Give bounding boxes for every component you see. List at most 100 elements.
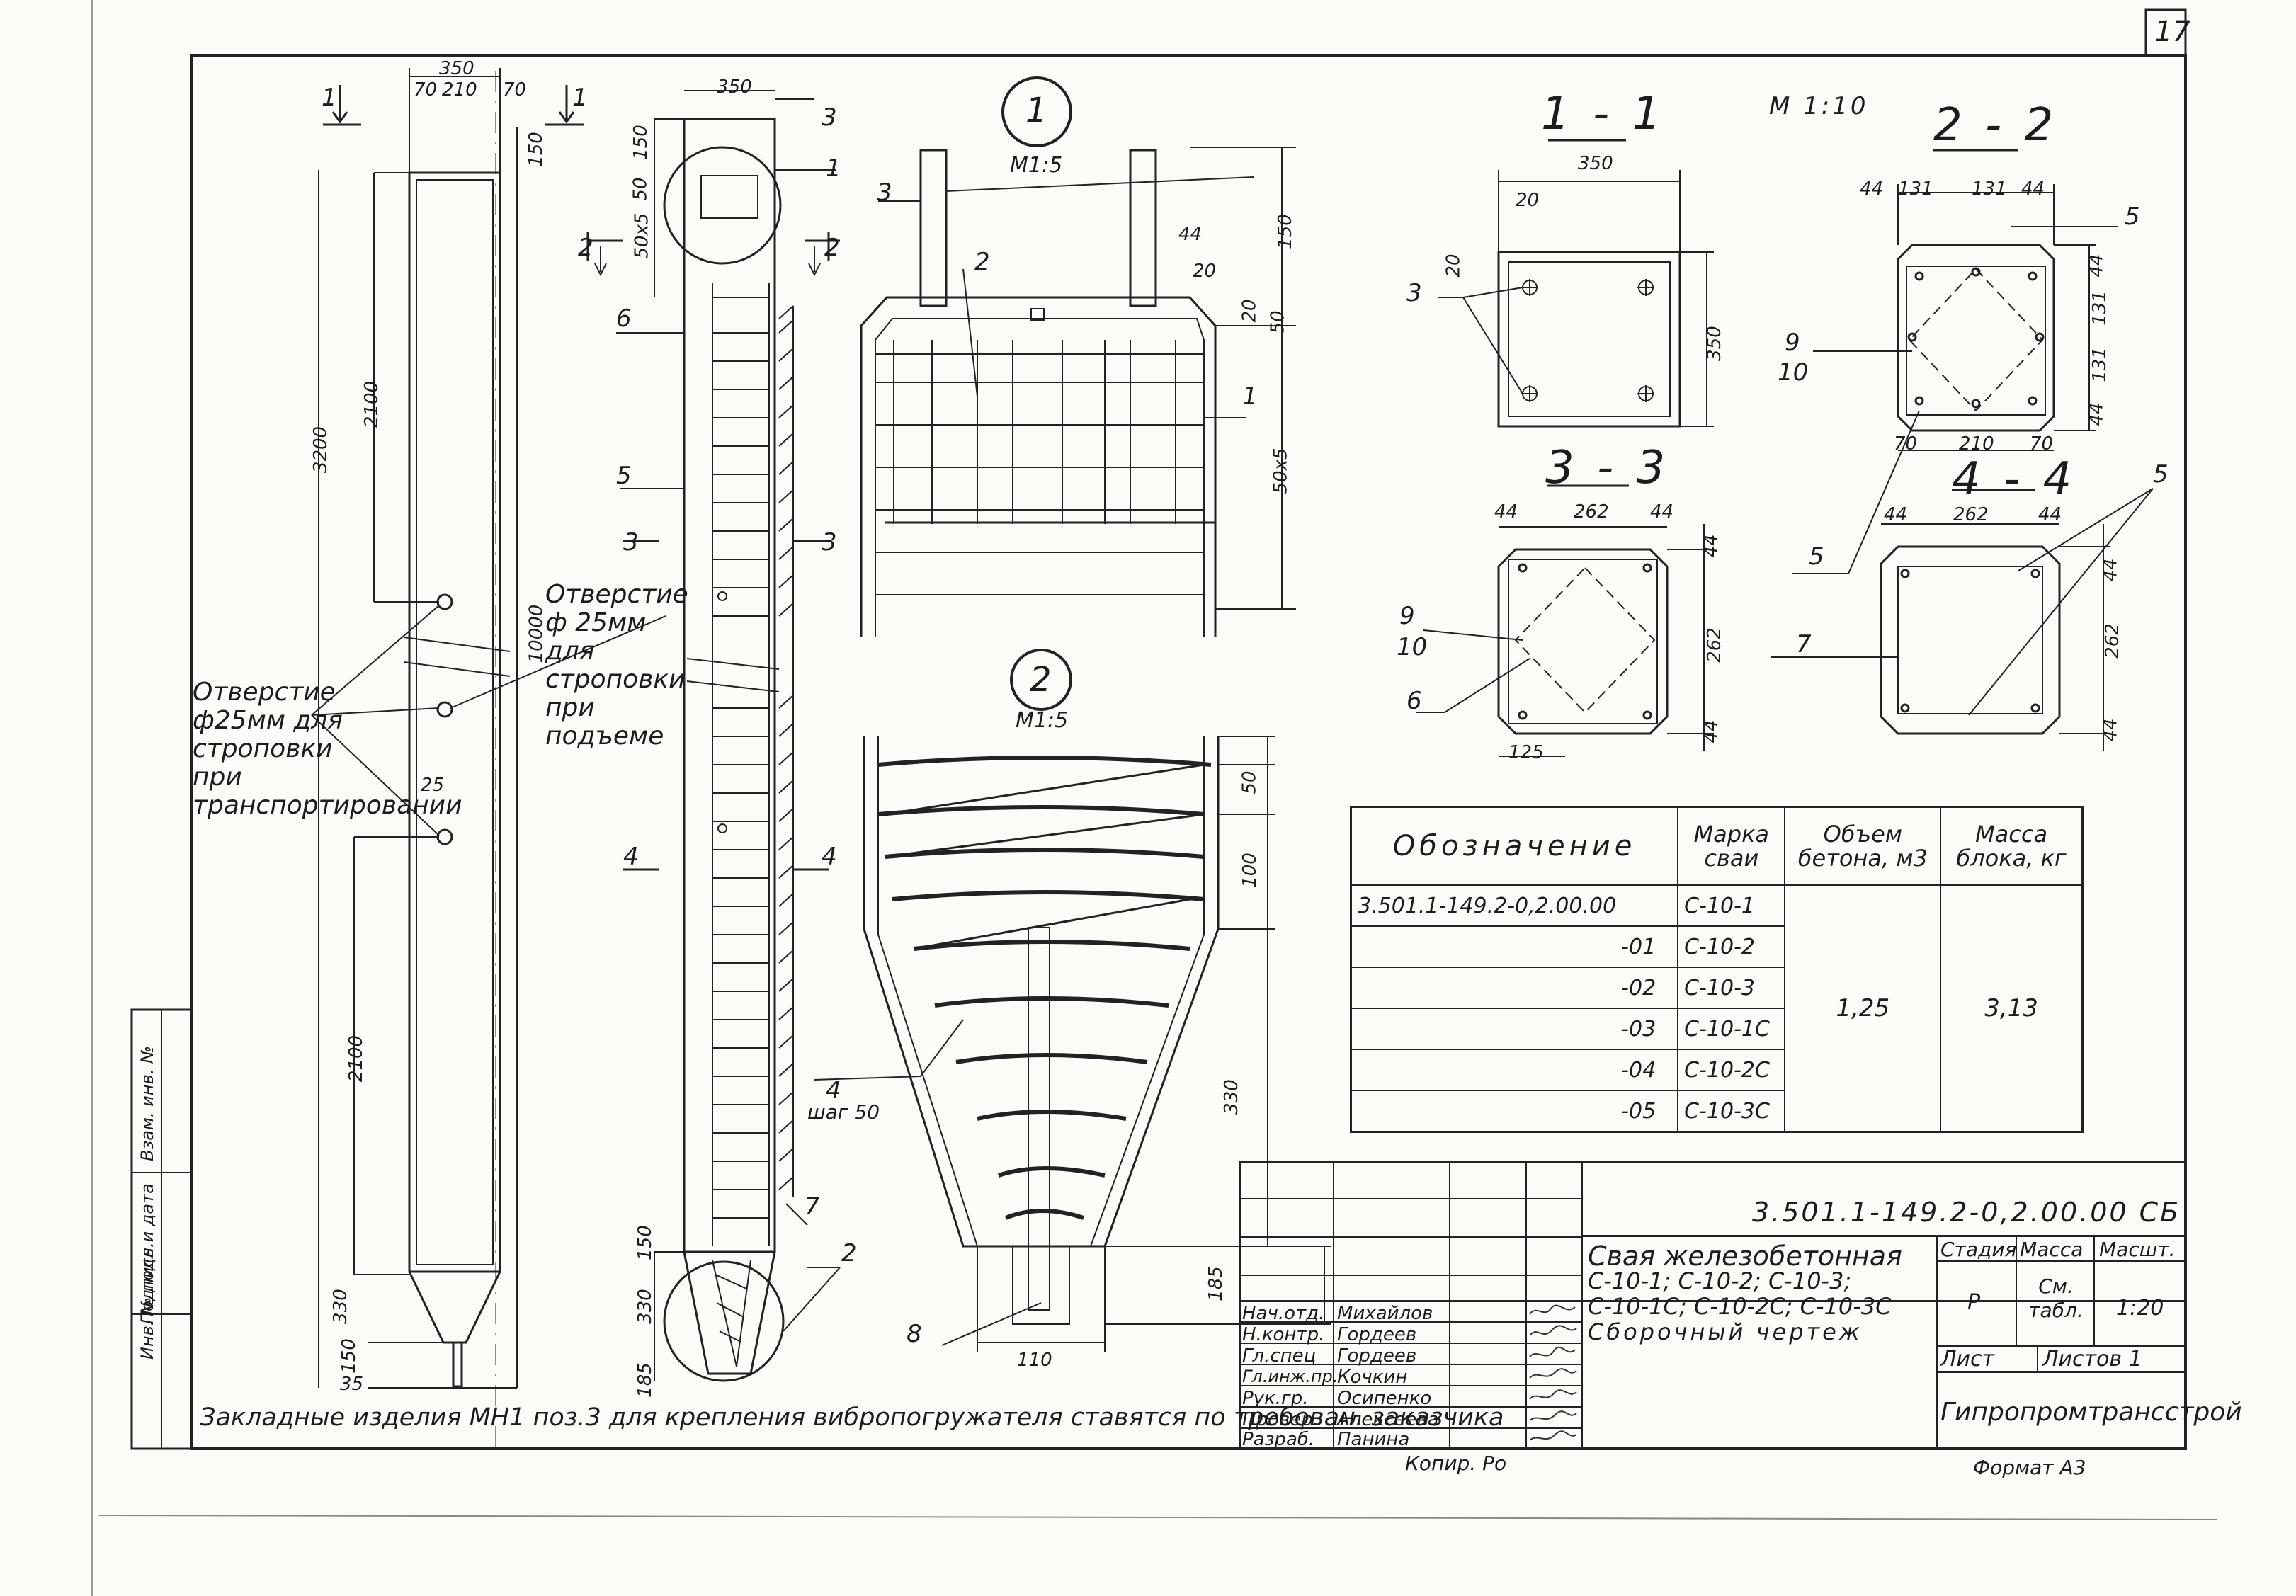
section-mark-1-right: 1: [572, 84, 588, 112]
detail-1-dim-20a: 20: [1193, 261, 1217, 282]
pile-reinforcement-view: [586, 90, 964, 1382]
bottom-note: Закладные изделия МН1 поз.3 для креплени…: [200, 1403, 1504, 1432]
s22-dim-131b: 131: [1972, 178, 2007, 200]
hole-note-transport: Отверстие ф25мм для строповки при трансп…: [193, 678, 462, 820]
rein-dim-150: 150: [630, 125, 652, 160]
s44-pos-7: 7: [1796, 630, 1812, 659]
pile-outline-view: [311, 68, 666, 1452]
section-mark-4-right: 4: [822, 843, 837, 871]
role-7: Разраб.: [1242, 1429, 1315, 1450]
s44-dim-44a: 44: [1884, 504, 1908, 525]
rein-dim-50x5: 50x5: [631, 212, 653, 259]
name-4: Кочкин: [1337, 1367, 1408, 1388]
mass-label: Масса: [2020, 1238, 2084, 1261]
section-4-4-view: [1771, 488, 2154, 751]
main-scale: М 1:10: [1769, 92, 1869, 120]
row-designation: 3.501.1-149.2-0,2.00.00: [1350, 884, 1679, 927]
row-mark: С-10-3: [1677, 967, 1786, 1009]
mass-value: См. табл.: [2028, 1275, 2084, 1322]
name-6: Алексеева: [1337, 1409, 1439, 1430]
s22-dim-44c: 44: [2086, 253, 2108, 278]
table-row: -05 С-10-3С: [1350, 1090, 2083, 1133]
rein-pos-7: 7: [805, 1192, 820, 1221]
detail-1-dim-50x5: 50x5: [1270, 448, 1292, 494]
stage-value: Р: [1967, 1290, 1981, 1315]
role-3: Гл.спец: [1242, 1345, 1317, 1367]
hole-note-lift: Отверстие ф 25мм для строповки при подъе…: [545, 580, 688, 751]
block-mass: 3,13: [1940, 884, 2084, 1133]
doc-title-1: Свая железобетонная: [1588, 1241, 1902, 1272]
rein-pos-2: 2: [841, 1239, 857, 1267]
rein-pos-5: 5: [616, 462, 632, 490]
detail-2-mark: 2: [1030, 660, 1052, 700]
section-mark-3-right: 3: [822, 528, 837, 557]
table-row: -01 С-10-2: [1350, 925, 2083, 968]
detail-1-mark: 1: [1025, 91, 1047, 130]
s22-pos-9: 9: [1785, 329, 1800, 357]
dim-3200: 3200: [310, 426, 332, 474]
col-designation: Обозначение: [1350, 806, 1679, 886]
sheets-label: Листов 1: [2042, 1347, 2142, 1372]
stage-label: Стадия: [1940, 1238, 2017, 1261]
name-7: Панина: [1337, 1429, 1410, 1450]
format-label: Формат А3: [1973, 1456, 2086, 1479]
table-row: -03 С-10-1С: [1350, 1008, 2083, 1050]
s44-dim-44c: 44: [2100, 558, 2122, 582]
row-mark: С-10-1С: [1677, 1008, 1786, 1050]
s22-dim-70a: 70: [1894, 433, 1918, 455]
section-3-3-title: 3 - 3: [1545, 442, 1670, 494]
dim-width: 350: [439, 58, 474, 79]
detail-1-dim-50: 50: [1267, 310, 1289, 334]
table-row: 3.501.1-149.2-0,2.00.00 С-10-1 1,25 3,13: [1350, 884, 2084, 1133]
page-number-box: [2144, 8, 2187, 57]
dim-2100-bottom: 2100: [346, 1034, 368, 1083]
rein-dim-350: 350: [717, 76, 752, 98]
role-1: Нач.отд.: [1242, 1303, 1325, 1324]
s44-dim-44d: 44: [2100, 718, 2122, 742]
s11-dim-20-v: 20: [1443, 253, 1465, 278]
dim-330: 330: [329, 1289, 351, 1324]
col-mass: Масса блока, кг: [1940, 806, 2084, 886]
dim-35: 35: [340, 1374, 364, 1395]
rein-pos-4-pitch: шаг 50: [807, 1100, 880, 1124]
s22-dim-44b: 44: [2021, 178, 2045, 200]
detail-2-dim-330: 330: [1220, 1079, 1242, 1115]
s22-pos-5: 5: [2125, 203, 2140, 231]
row-designation: -01: [1350, 925, 1679, 968]
detail-1-dim-20b: 20: [1239, 299, 1261, 323]
s22-dim-70b: 70: [2030, 433, 2054, 455]
sheet-frame: [190, 54, 2187, 1450]
col-volume: Объем бетона, м3: [1784, 806, 1942, 886]
section-mark-1-left: 1: [322, 84, 337, 112]
detail-2-view: [863, 649, 1331, 1352]
dim-210: 210: [442, 79, 477, 101]
s22-dim-131d: 131: [2088, 347, 2110, 382]
rein-dim-330-b: 330: [634, 1289, 656, 1324]
s33-dim-44b: 44: [1650, 501, 1674, 523]
detail-1-pos-2: 2: [974, 248, 990, 276]
detail-1-view: [860, 76, 1296, 637]
name-5: Осипенко: [1337, 1388, 1432, 1409]
s33-pos-6: 6: [1406, 687, 1422, 715]
organization: Гипропромтрансстрой: [1940, 1398, 2242, 1427]
detail-1-dim-44: 44: [1178, 224, 1203, 245]
col-mark: Марка сваи: [1677, 806, 1786, 886]
section-2-2-title: 2 - 2: [1933, 99, 2058, 152]
section-mark-4-left: 4: [623, 843, 639, 871]
rein-pos-1: 1: [826, 154, 841, 183]
s44-dim-262v: 262: [2101, 623, 2123, 659]
detail-2-pos-8: 8: [907, 1320, 922, 1348]
detail-1-dim-150: 150: [1274, 214, 1296, 249]
s33-dim-262v: 262: [1703, 627, 1725, 663]
s44-dim-44b: 44: [2038, 504, 2062, 525]
role-6: Провер.: [1242, 1409, 1319, 1430]
row-mark: С-10-3С: [1677, 1090, 1786, 1133]
role-2: Н.контр.: [1242, 1324, 1325, 1345]
detail-1-pos-1: 1: [1242, 382, 1258, 411]
doc-title-2: С-10-1; С-10-2; С-10-3;: [1588, 1267, 1852, 1294]
s22-dim-210: 210: [1959, 433, 1994, 455]
s22-dim-44a: 44: [1860, 178, 1884, 200]
dim-2100-top: 2100: [361, 380, 383, 428]
